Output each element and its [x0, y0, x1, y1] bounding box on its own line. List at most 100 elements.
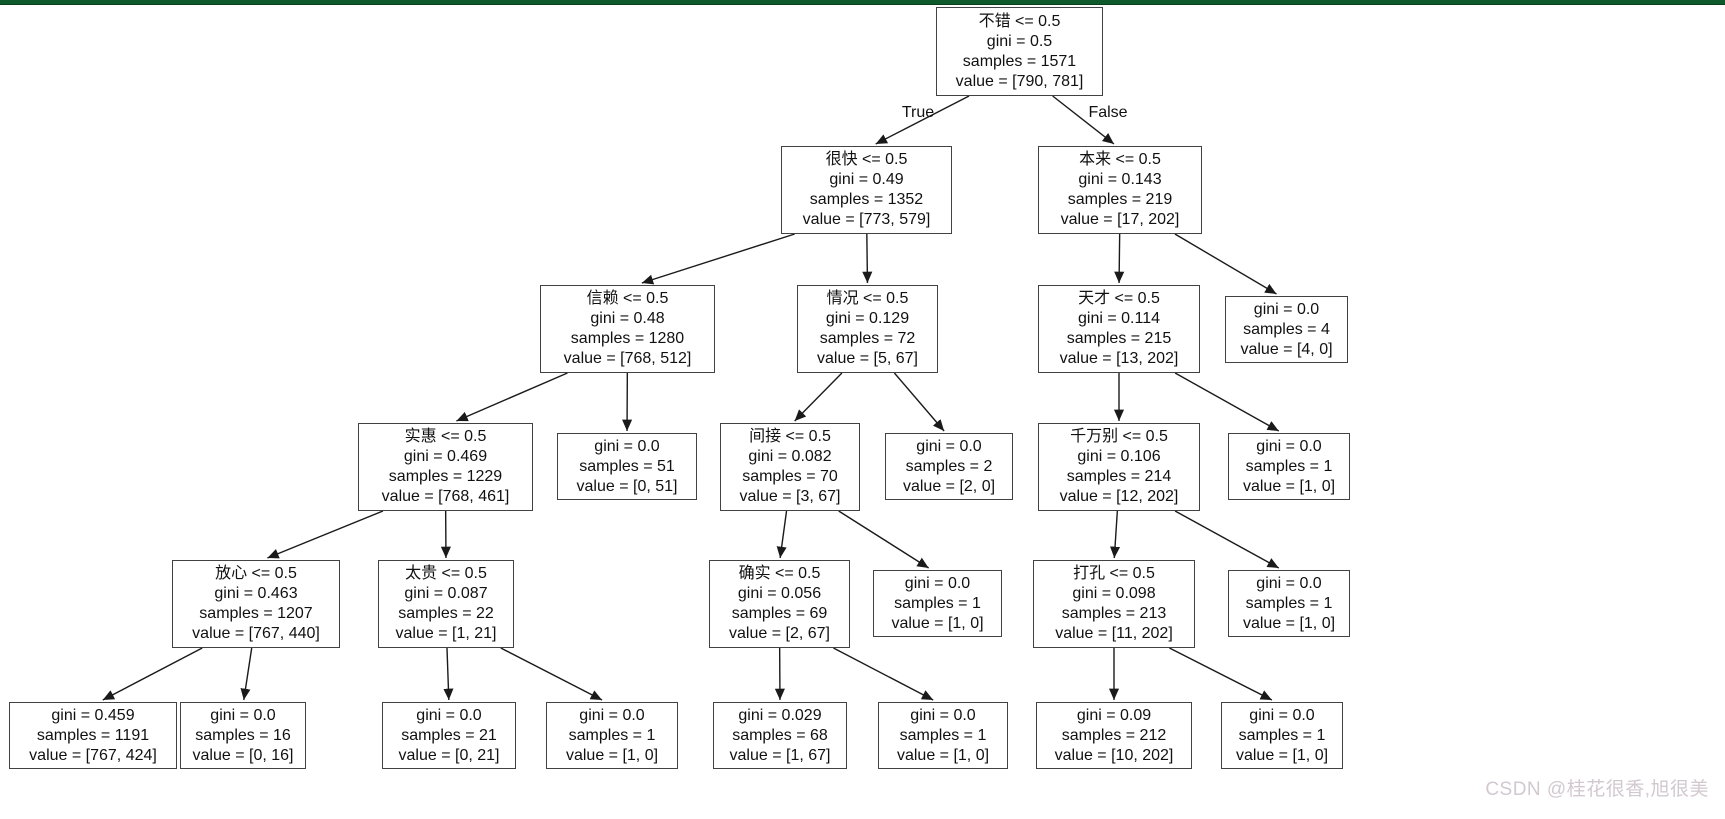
tree-node-leaf_b8: gini = 0.0 samples = 1 value = [1, 0] [1221, 702, 1343, 769]
tree-node-leaf_b4: gini = 0.0 samples = 1 value = [1, 0] [546, 702, 678, 769]
node-text-line: samples = 215 [1066, 330, 1172, 347]
edge-label-true: True [902, 104, 934, 121]
node-text-line: gini = 0.114 [1078, 310, 1160, 327]
node-text-line: gini = 0.463 [214, 585, 298, 602]
node-text-line: value = [1, 0] [565, 746, 659, 764]
tree-edge-ben_lai-tian_cai [1114, 233, 1125, 284]
tree-edge-tai_gui-leaf_b4 [500, 647, 603, 701]
node-text-line: value = [0, 16] [192, 746, 294, 764]
node-text-line: gini = 0.0 [1256, 437, 1322, 455]
node-text-line: samples = 1 [894, 594, 981, 612]
node-text-line: gini = 0.0 [416, 706, 482, 724]
tree-edge-qian_wan_bie-da_kong [1110, 510, 1121, 559]
node-text-line: value = [12, 202] [1059, 488, 1179, 505]
node-text-line: value = [790, 781] [955, 72, 1084, 90]
node-text-line: gini = 0.082 [748, 448, 832, 465]
node-text-line: samples = 219 [1067, 191, 1173, 208]
node-text-line: value = [0, 51] [576, 477, 678, 495]
node-text-line: value = [767, 440] [192, 625, 320, 642]
tree-edge-root-hen_kuai [875, 95, 970, 145]
node-text-line: gini = 0.459 [51, 706, 135, 724]
node-text-line: value = [1, 0] [1242, 477, 1336, 495]
node-text-line: value = [11, 202] [1055, 625, 1173, 642]
node-text-line: 实惠 <= 0.5 [404, 428, 487, 445]
edge-label-false: False [1088, 104, 1127, 121]
node-text-line: value = [17, 202] [1060, 211, 1180, 228]
node-text-line: 不错 <= 0.5 [978, 12, 1061, 30]
watermark-text: CSDN @桂花很香,旭很美 [1485, 779, 1709, 800]
node-text-line: value = [768, 512] [563, 350, 692, 367]
tree-edge-qing_kuang-jian_jie [794, 372, 843, 422]
node-text-line: samples = 1 [899, 726, 987, 744]
node-text-line: samples = 1 [568, 726, 656, 744]
node-text-line: value = [10, 202] [1054, 746, 1174, 764]
node-text-line: 本来 <= 0.5 [1079, 151, 1161, 168]
node-text-line: value = [1, 0] [896, 746, 990, 764]
node-text-line: gini = 0.0 [579, 706, 645, 724]
node-text-line: samples = 22 [398, 605, 494, 622]
node-text-line: samples = 1 [1245, 594, 1333, 612]
tree-edge-da_kong-leaf_b8 [1169, 647, 1273, 701]
node-text-line: value = [768, 461] [381, 488, 510, 505]
node-text-line: samples = 1229 [388, 468, 503, 485]
node-text-line: 天才 <= 0.5 [1078, 290, 1160, 307]
node-text-line: value = [5, 67] [817, 350, 918, 367]
node-text-line: samples = 70 [742, 468, 838, 485]
node-text-line: 情况 <= 0.5 [826, 290, 909, 307]
node-text-line: value = [1, 0] [891, 614, 984, 632]
node-text-line: samples = 51 [579, 457, 675, 475]
node-text-line: samples = 1191 [36, 726, 150, 744]
node-text-line: gini = 0.029 [738, 706, 822, 724]
node-text-line: gini = 0.087 [404, 585, 488, 602]
node-text-line: gini = 0.0 [1249, 706, 1315, 724]
node-text-line: samples = 1 [1238, 726, 1326, 744]
tree-edge-tian_cai-leaf_1_0_a [1174, 372, 1280, 432]
tree-edge-shi_hui-fang_xin [267, 510, 384, 559]
node-text-line: 很快 <= 0.5 [825, 151, 908, 168]
node-text-line: value = [1, 0] [1235, 746, 1329, 764]
tree-edge-root-ben_lai [1052, 95, 1115, 145]
node-text-line: value = [773, 579] [802, 211, 931, 228]
node-text-line: 打孔 <= 0.5 [1073, 565, 1155, 582]
node-text-line: samples = 16 [195, 726, 291, 744]
node-text-line: samples = 21 [401, 726, 497, 744]
node-text-line: samples = 214 [1066, 468, 1172, 485]
node-text-line: value = [4, 0] [1240, 340, 1333, 358]
node-text-line: 确实 <= 0.5 [738, 565, 821, 582]
node-text-line: 信赖 <= 0.5 [586, 290, 669, 307]
node-text-line: value = [2, 0] [902, 477, 996, 495]
tree-edge-qing_kuang-leaf_2_0 [893, 372, 945, 432]
node-text-line: gini = 0.469 [403, 448, 488, 465]
node-text-line: value = [1, 0] [1242, 614, 1336, 632]
tree-edge-ben_lai-leaf_4_0 [1174, 233, 1277, 295]
node-text-line: samples = 1207 [199, 605, 313, 622]
node-text-line: gini = 0.143 [1078, 171, 1162, 188]
tree-edge-que_shi-leaf_b6 [833, 647, 934, 701]
node-text-line: value = [1, 21] [395, 625, 497, 642]
node-text-line: gini = 0.0 [1253, 300, 1320, 318]
node-text-line: value = [3, 67] [739, 488, 841, 505]
node-text-line: samples = 68 [732, 726, 828, 744]
node-text-line: gini = 0.129 [825, 310, 910, 327]
node-text-line: gini = 0.09 [1076, 706, 1152, 724]
